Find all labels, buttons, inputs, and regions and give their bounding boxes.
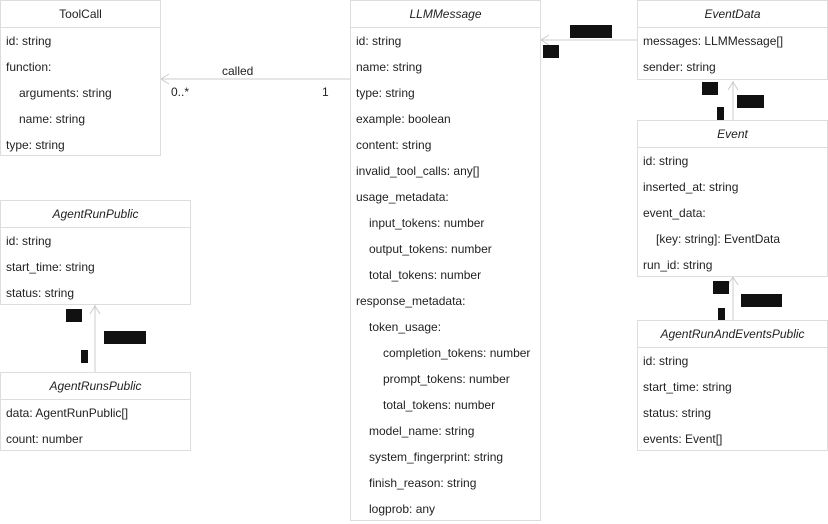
class-box-agentrunspublic[interactable]: AgentRunsPublic data: AgentRunPublic[] c… [0, 372, 191, 451]
class-field: completion_tokens: number [383, 346, 531, 360]
redaction-block [717, 107, 724, 120]
redaction-block [702, 82, 718, 95]
redaction-block [81, 350, 88, 363]
class-title: Event [638, 121, 827, 148]
class-field: status: string [6, 286, 75, 300]
class-field: invalid_tool_calls: any[] [356, 164, 480, 178]
class-field: total_tokens: number [383, 398, 496, 412]
class-field: events: Event[] [643, 432, 723, 446]
class-box-event[interactable]: Event id: string inserted_at: string eve… [637, 120, 828, 277]
class-field: start_time: string [6, 260, 95, 274]
redaction-block [718, 308, 725, 321]
class-field: name: string [356, 60, 423, 74]
class-field: input_tokens: number [369, 216, 485, 230]
class-field: start_time: string [643, 380, 732, 394]
class-field: status: string [643, 406, 712, 420]
class-box-llmmessage[interactable]: LLMMessage id: string name: string type:… [350, 0, 541, 521]
class-field: finish_reason: string [369, 476, 477, 490]
class-field: token_usage: [369, 320, 442, 334]
redaction-block [713, 281, 729, 294]
class-field: type: string [356, 86, 415, 100]
class-field: total_tokens: number [369, 268, 482, 282]
redaction-block [741, 294, 782, 307]
class-field: response_metadata: [356, 294, 466, 308]
class-field: output_tokens: number [369, 242, 492, 256]
class-field: id: string [643, 354, 689, 368]
eventdata-llmmessage-arrowhead [540, 34, 550, 46]
class-field: model_name: string [369, 424, 475, 438]
class-field: example: boolean [356, 112, 451, 126]
multiplicity-source: 0..* [171, 85, 190, 99]
class-field: inserted_at: string [643, 180, 739, 194]
association-label-called: called [222, 64, 254, 78]
class-title: ToolCall [1, 1, 160, 28]
class-field: logprob: any [369, 502, 436, 516]
class-field: data: AgentRunPublic[] [6, 406, 129, 420]
class-title: AgentRunAndEventsPublic [638, 321, 827, 348]
class-field: id: string [6, 34, 52, 48]
class-field: usage_metadata: [356, 190, 449, 204]
class-box-agentrunpublic[interactable]: AgentRunPublic id: string start_time: st… [0, 200, 191, 305]
class-field: function: [6, 60, 52, 74]
class-title: LLMMessage [351, 1, 540, 28]
class-field: run_id: string [643, 258, 713, 272]
event-eventdata-arrowhead [727, 81, 739, 91]
class-field: event_data: [643, 206, 706, 220]
class-field: arguments: string [19, 86, 112, 100]
class-field: name: string [19, 112, 86, 126]
class-field: id: string [643, 154, 689, 168]
redaction-block [737, 95, 764, 108]
class-box-toolcall[interactable]: ToolCall id: string function: arguments:… [0, 0, 161, 156]
class-field: id: string [356, 34, 402, 48]
class-field: [key: string]: EventData [656, 232, 781, 246]
class-box-agentrunandeventspublic[interactable]: AgentRunAndEventsPublic id: string start… [637, 320, 828, 451]
class-field: count: number [6, 432, 83, 446]
multiplicity-target: 1 [322, 85, 329, 99]
class-box-eventdata[interactable]: EventData messages: LLMMessage[] sender:… [637, 0, 828, 80]
class-field: type: string [6, 138, 65, 152]
class-field: id: string [6, 234, 52, 248]
class-field: content: string [356, 138, 432, 152]
agentrunevents-event-arrowhead [727, 276, 739, 286]
redaction-block [543, 45, 559, 58]
class-title: AgentRunPublic [1, 201, 190, 228]
class-title: AgentRunsPublic [1, 373, 190, 400]
redaction-block [66, 309, 82, 322]
called-arrowhead [160, 73, 170, 85]
agentruns-agentrun-arrowhead [89, 305, 101, 315]
class-field: prompt_tokens: number [383, 372, 510, 386]
class-field: system_fingerprint: string [369, 450, 504, 464]
redaction-block [570, 25, 612, 38]
redaction-block [104, 331, 146, 344]
class-title: EventData [638, 1, 827, 28]
class-field: messages: LLMMessage[] [643, 34, 784, 48]
class-field: sender: string [643, 60, 716, 74]
